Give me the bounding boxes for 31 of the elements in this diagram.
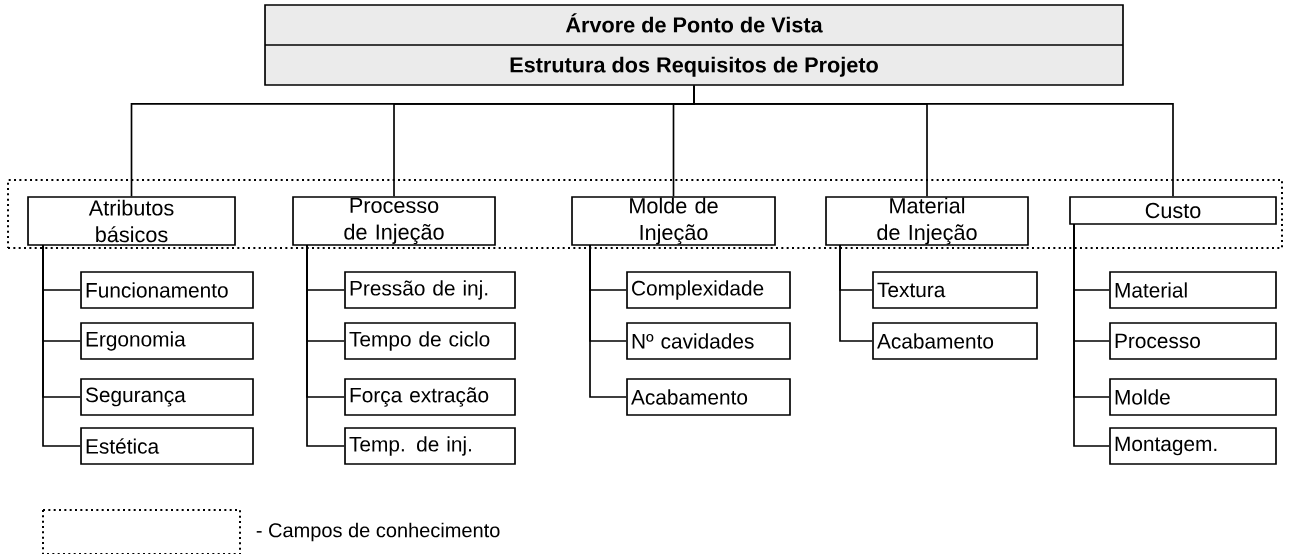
- field-box: Nº cavidades: [626, 322, 791, 360]
- connector-line: [693, 85, 1174, 197]
- connector-line: [589, 244, 627, 398]
- field-box: Molde: [1109, 378, 1277, 416]
- field-box: Força extração: [344, 378, 516, 416]
- field-box: Complexidade: [626, 271, 791, 309]
- field-box: Acabamento: [872, 322, 1038, 360]
- field-box: Montagem.: [1109, 427, 1277, 465]
- field-box: Textura: [872, 271, 1038, 309]
- field-box: Processo: [1109, 322, 1277, 360]
- field-box: Tempo de ciclo: [344, 322, 516, 360]
- category-box: Processo de Injeção: [292, 196, 496, 246]
- title-box: Árvore de Ponto de Vista Estrutura dos Requisitos de Projeto: [264, 4, 1124, 86]
- field-box: Funcionamento: [80, 271, 254, 309]
- field-box: Ergonomia: [80, 322, 254, 360]
- connector-line: [1073, 223, 1110, 447]
- connector-line: [306, 244, 345, 447]
- field-box: Estética: [80, 427, 254, 465]
- connector-line: [42, 244, 81, 447]
- category-box: Atributos básicos: [27, 196, 236, 246]
- field-box: Material: [1109, 271, 1277, 309]
- field-box: Temp. de inj.: [344, 427, 516, 465]
- field-box: Segurança: [80, 378, 254, 416]
- category-box: Custo: [1069, 196, 1277, 225]
- connector-line: [839, 244, 873, 342]
- dotted-frame: [7, 179, 1283, 249]
- category-box: Molde de Injeção: [571, 196, 776, 246]
- category-box: Material de Injeção: [825, 196, 1029, 246]
- field-box: Acabamento: [626, 378, 791, 416]
- legend-text: - Campos de conhecimento: [256, 522, 500, 542]
- field-box: Pressão de inj.: [344, 271, 516, 309]
